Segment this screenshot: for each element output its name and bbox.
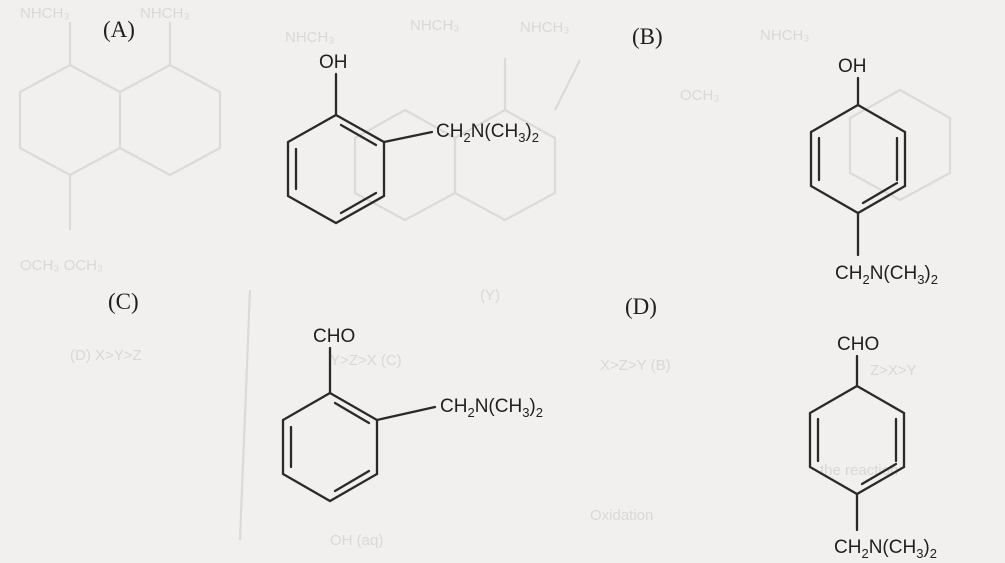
bleed-text: NHCH₃ (410, 17, 459, 34)
dimethylaminomethyl-group: CH2N(CH3)2 (436, 121, 539, 145)
option-c-label: (C) (108, 289, 139, 314)
aldehyde-group: CHO (837, 334, 879, 355)
hydroxyl-group: OH (838, 56, 867, 77)
benzene-ring (286, 113, 386, 225)
dimethylaminomethyl-group: CH2N(CH3)2 (440, 396, 543, 420)
substituent-bond (375, 405, 437, 422)
hydroxyl-group: OH (319, 52, 348, 73)
dimethylaminomethyl-group: CH2N(CH3)2 (834, 537, 937, 561)
bleed-text: OCH₃ (680, 87, 719, 104)
option-d-label: (D) (625, 294, 657, 319)
option-d-structure[interactable]: (D) CHO CH2N(CH3)2 (625, 294, 937, 561)
option-b-label: (B) (632, 24, 663, 49)
option-a-structure[interactable]: (A) OH CH2N(CH3)2 (103, 17, 539, 225)
bleed-text: (Y) (480, 287, 500, 304)
background-bleed-through: NHCH₃ NHCH₃ NHCH₃ NHCH₃ NHCH₃ NHCH₃ OCH₃… (18, 5, 952, 549)
bleed-text: NHCH₃ (20, 5, 69, 22)
option-c-structure[interactable]: (C) CHO CH2N(CH3)2 (108, 289, 543, 503)
bleed-text: NHCH₃ (760, 27, 809, 44)
bleed-text: NHCH₃ (520, 19, 569, 36)
aldehyde-group: CHO (313, 326, 355, 347)
option-b-structure[interactable]: (B) OH CH2N(CH3)2 (632, 24, 938, 287)
bleed-text: X>Z>Y (B) (600, 357, 671, 374)
bleed-text: Z>X>Y (870, 362, 917, 379)
bleed-text: NHCH₃ (285, 29, 334, 46)
bleed-text: Y>Z>X (C) (330, 352, 402, 369)
bleed-text: NHCH₃ (140, 5, 189, 22)
benzene-ring (281, 391, 379, 503)
bleed-text: OCH₃ OCH₃ (20, 257, 103, 274)
substituent-bond (382, 130, 434, 144)
dimethylaminomethyl-group: CH2N(CH3)2 (835, 263, 938, 287)
bleed-text: OH (aq) (330, 532, 383, 549)
option-a-label: (A) (103, 17, 135, 42)
bleed-text: Oxidation (590, 507, 653, 524)
benzene-ring (809, 103, 907, 215)
bleed-text: (D) X>Y>Z (70, 347, 142, 364)
